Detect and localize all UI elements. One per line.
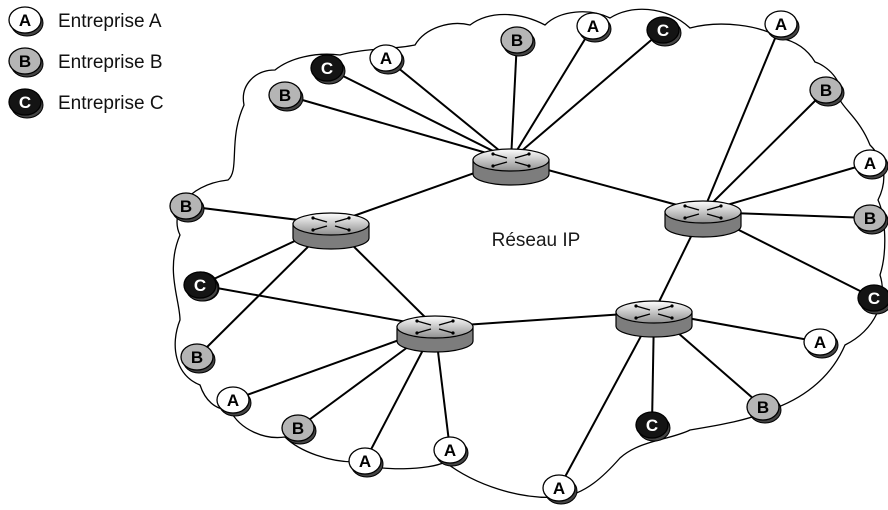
router-icon	[472, 148, 550, 186]
site-letter: A	[814, 333, 826, 352]
network-link	[385, 57, 512, 161]
site-letter: B	[180, 197, 192, 216]
network-link	[702, 162, 871, 213]
site-letter: B	[292, 419, 304, 438]
site-letter: B	[757, 398, 769, 417]
site-b-badge: B	[809, 76, 845, 107]
site-a-badge: A	[433, 436, 469, 467]
network-link	[510, 25, 594, 161]
site-letter: A	[553, 479, 565, 498]
network-link	[702, 23, 782, 213]
site-a-badge: A	[803, 328, 839, 359]
site-b-badge: B	[268, 81, 304, 112]
network-link	[326, 67, 512, 161]
network-label: Réseau IP	[492, 230, 581, 251]
site-b-badge: B	[746, 393, 782, 424]
site-a-badge: A	[764, 10, 800, 41]
site-letter: A	[864, 154, 876, 173]
site-letter: B	[279, 86, 291, 105]
site-letter: B	[864, 209, 876, 228]
site-letter: A	[775, 15, 787, 34]
network-link	[702, 89, 827, 213]
site-b-badge: B	[169, 192, 205, 223]
network-link	[558, 311, 655, 489]
site-a-badge: A	[216, 386, 252, 417]
site-letter: C	[868, 289, 880, 308]
legend-label-a: Entreprise A	[58, 11, 162, 32]
site-letter: A	[19, 11, 31, 30]
site-letter: C	[646, 416, 658, 435]
legend-badge-c: C	[8, 88, 44, 119]
site-a-badge: A	[542, 474, 578, 505]
router-icon	[615, 300, 693, 338]
router-icon	[396, 315, 474, 353]
network-link	[199, 284, 436, 328]
site-letter: A	[444, 441, 456, 460]
network-link	[510, 29, 664, 161]
site-letter: A	[359, 452, 371, 471]
network-link	[284, 94, 512, 161]
legend-badge-b: B	[8, 47, 44, 78]
site-b-badge: B	[180, 343, 216, 374]
site-letter: C	[321, 59, 333, 78]
network-link	[510, 39, 518, 161]
ip-network-cloud	[172, 8, 886, 499]
site-letter: B	[820, 81, 832, 100]
site-c-badge: C	[310, 54, 346, 85]
site-b-badge: B	[853, 204, 888, 235]
legend-label-b: Entreprise B	[58, 52, 163, 73]
site-letter: C	[194, 276, 206, 295]
router-icon	[664, 200, 742, 238]
legend-badge-a: A	[8, 6, 44, 37]
site-letter: A	[227, 391, 239, 410]
site-letter: B	[191, 348, 203, 367]
site-letter: A	[587, 17, 599, 36]
site-b-badge: B	[500, 26, 536, 57]
site-a-badge: A	[576, 12, 612, 43]
legend-label-c: Entreprise C	[58, 93, 164, 114]
site-letter: B	[19, 52, 31, 71]
site-c-badge: C	[183, 271, 219, 302]
router-icon	[292, 212, 370, 250]
site-letter: C	[19, 93, 31, 112]
site-a-badge: A	[369, 44, 405, 75]
site-letter: A	[380, 49, 392, 68]
site-letter: C	[657, 21, 669, 40]
site-a-badge: A	[348, 447, 384, 478]
site-c-badge: C	[635, 411, 671, 442]
site-a-badge: A	[853, 149, 888, 180]
site-c-badge: C	[646, 16, 682, 47]
site-c-badge: C	[857, 284, 888, 315]
site-b-badge: B	[281, 414, 317, 445]
site-letter: B	[511, 31, 523, 50]
